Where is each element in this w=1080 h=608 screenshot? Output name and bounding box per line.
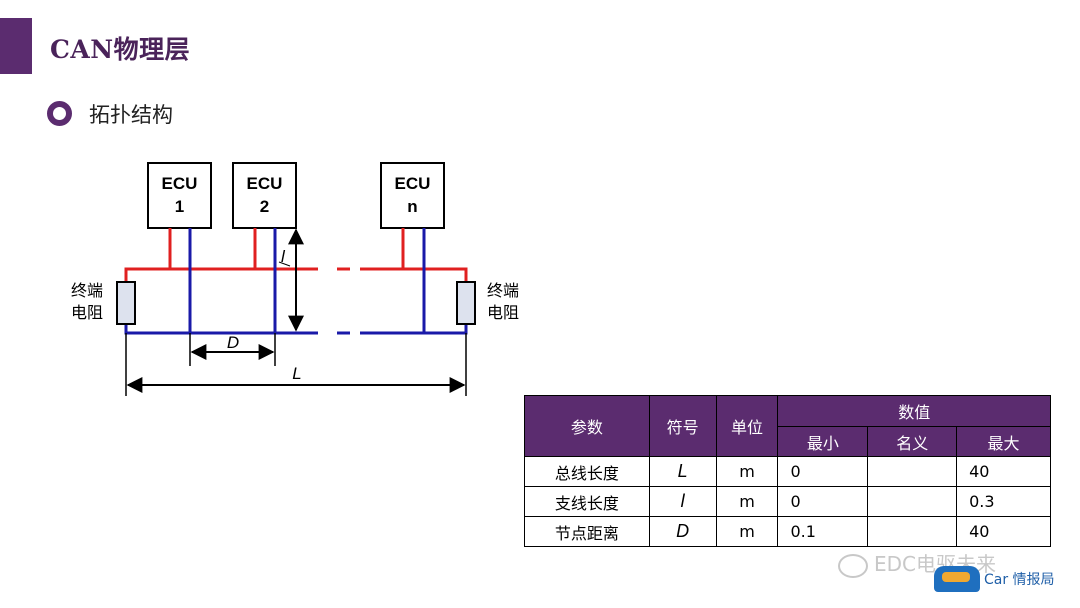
ecu-1-label: ECU	[162, 174, 198, 193]
cell-min: 0	[777, 456, 869, 487]
bullet-circle-icon	[47, 101, 72, 126]
stub-length-leader	[278, 261, 291, 267]
header-min: 最小	[777, 426, 869, 457]
ecu-2-number: 2	[260, 197, 269, 216]
ecu-2-label: ECU	[247, 174, 283, 193]
cell-param: 支线长度	[524, 486, 650, 517]
terminator-left-label-2: 电阻	[71, 303, 103, 322]
header-nominal: 名义	[867, 426, 958, 457]
terminator-left-label-1: 终端	[71, 281, 103, 300]
ecu-n-label: ECU	[395, 174, 431, 193]
section-title: 拓扑结构	[89, 103, 173, 127]
header-param: 参数	[524, 395, 650, 457]
cell-unit: m	[715, 486, 779, 517]
cell-max: 0.3	[956, 486, 1051, 517]
ecu-1-box: ECU 1	[147, 162, 212, 229]
cell-param: 总线长度	[524, 456, 650, 487]
cell-nominal	[867, 456, 958, 487]
terminator-right-resistor	[456, 281, 476, 325]
parameter-table: 参数 符号 单位 数值 最小 名义 最大 总线长度 L m 0 40 支线长度 …	[524, 395, 1051, 547]
cell-nominal	[867, 516, 958, 547]
cell-max: 40	[956, 516, 1051, 547]
logo: Car 情报局	[934, 566, 1055, 592]
ecu-1-number: 1	[175, 197, 184, 216]
ecu-n-number: n	[407, 197, 417, 216]
ecu-n-box: ECU n	[380, 162, 445, 229]
table-row: 支线长度 l m 0 0.3	[524, 486, 1051, 517]
cell-param: 节点距离	[524, 516, 650, 547]
header-value: 数值	[777, 395, 1051, 427]
header-max: 最大	[956, 426, 1051, 457]
ecu-2-box: ECU 2	[232, 162, 297, 229]
terminator-right-label-1: 终端	[487, 281, 519, 300]
cell-symbol: D	[648, 516, 717, 547]
terminator-left-resistor	[116, 281, 136, 325]
node-distance-label: D	[227, 333, 239, 352]
car-logo-icon	[934, 566, 980, 592]
bus-length-label: L	[292, 364, 301, 383]
title-accent-bar	[0, 18, 32, 74]
cell-min: 0	[777, 486, 869, 517]
table-row: 总线长度 L m 0 40	[524, 456, 1051, 487]
cell-unit: m	[715, 456, 779, 487]
bus-length-dimension	[125, 333, 467, 396]
cell-unit: m	[715, 516, 779, 547]
terminator-right-label-2: 电阻	[487, 303, 519, 322]
cell-min: 0.1	[777, 516, 869, 547]
node-distance-dimension	[189, 333, 276, 366]
page-title: CAN物理层	[50, 35, 191, 64]
wechat-icon	[838, 553, 868, 578]
cell-nominal	[867, 486, 958, 517]
cell-symbol: l	[648, 486, 717, 517]
cell-symbol: L	[648, 456, 717, 487]
header-symbol: 符号	[648, 395, 717, 457]
table-row: 节点距离 D m 0.1 40	[524, 516, 1051, 547]
header-unit: 单位	[715, 395, 779, 457]
logo-text: Car 情报局	[984, 572, 1055, 588]
cell-max: 40	[956, 456, 1051, 487]
stub-length-label: l	[281, 247, 286, 266]
